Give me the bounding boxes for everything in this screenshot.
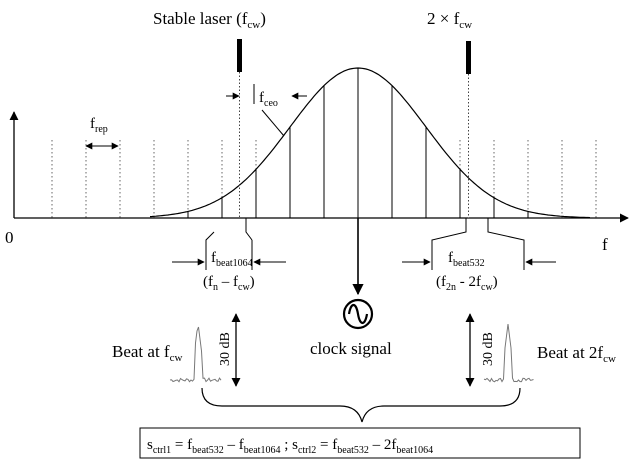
- db-right-label: 30 dB: [481, 332, 496, 366]
- beat-right-label: Beat at 2fcw: [537, 343, 616, 365]
- frequency-comb: [51, 68, 597, 218]
- spectral-envelope: [149, 67, 591, 219]
- fbeat532-bracket-b: [487, 218, 525, 270]
- origin-label: 0: [5, 228, 14, 247]
- double-laser-line: [466, 41, 471, 74]
- formula-box: [139, 427, 581, 459]
- db-left-label: 30 dB: [218, 332, 233, 366]
- fbeat1064-label: fbeat1064: [211, 250, 253, 269]
- clock-signal-label: clock signal: [310, 339, 392, 358]
- fbeat1064-expression: (fn – fcw): [203, 274, 255, 293]
- fceo-leader: [261, 109, 285, 137]
- fbeat1064-bracket-b: [205, 231, 215, 270]
- stable-laser-label: Stable laser (fcw): [153, 9, 266, 31]
- beat-left-spectrum: [169, 326, 222, 383]
- fbeat532-label: fbeat532: [448, 250, 485, 269]
- fbeat1064-bracket: [245, 218, 253, 241]
- stable-laser-line: [237, 39, 242, 72]
- combining-brace: [201, 387, 521, 423]
- beat-right-spectrum: [483, 323, 534, 383]
- fceo-label: fceo: [259, 90, 278, 109]
- fbeat532-expression: (f2n - 2fcw): [436, 274, 498, 293]
- control-formula: sctrl1 = fbeat532 – fbeat1064 ; sctrl2 =…: [147, 437, 433, 456]
- frep-label: frep: [90, 116, 108, 135]
- frequency-axis-label: f: [602, 235, 608, 254]
- double-fcw-label: 2 × fcw: [427, 9, 472, 31]
- fbeat532-bracket: [431, 218, 467, 270]
- beat-left-label: Beat at fcw: [112, 342, 182, 364]
- sine-wave-icon: [347, 303, 369, 325]
